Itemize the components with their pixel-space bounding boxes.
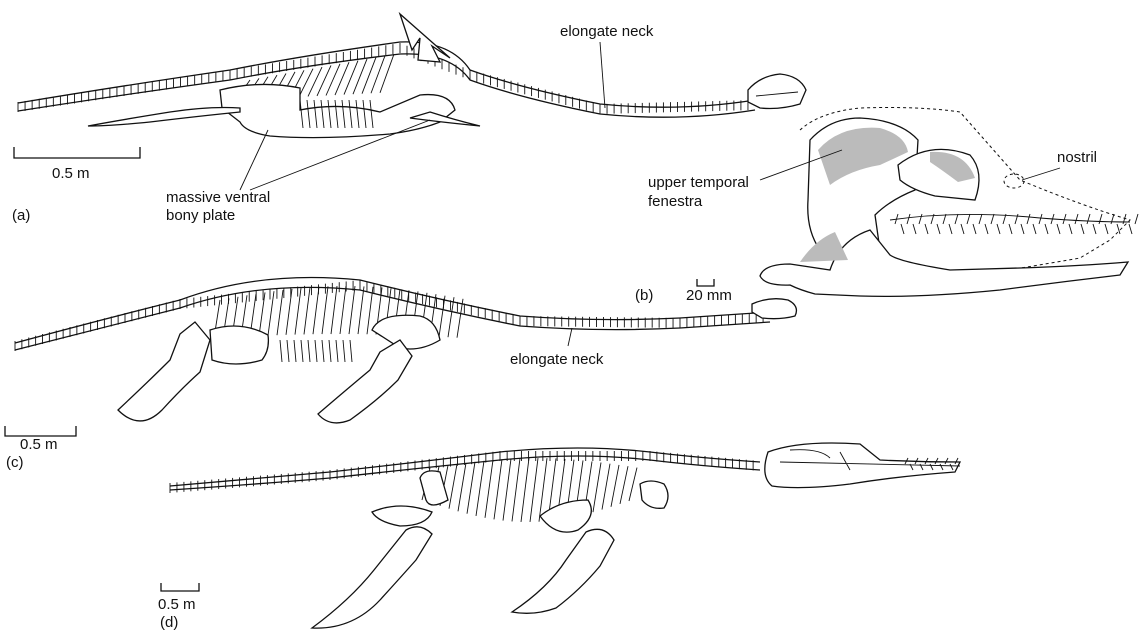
- fore-flipper-c: [318, 340, 412, 423]
- scale-bar-d: [161, 583, 199, 591]
- panel-c: 0.5 m (c) elongate neck: [5, 278, 796, 472]
- vertebrae-a: [18, 43, 748, 114]
- hind-flipper-d: [312, 527, 432, 628]
- scale-bar-c: [5, 426, 76, 436]
- fore-flipper-d: [512, 529, 614, 613]
- leader-neck-c: [568, 328, 572, 346]
- skull-c: [752, 299, 796, 319]
- scale-label-b: 20 mm: [686, 287, 732, 304]
- skull-b: [760, 108, 1138, 297]
- dorsal-ribs-d: [422, 458, 637, 522]
- label-ventral-plate-line1: massive ventral: [166, 189, 270, 206]
- ventral-plate-a: [220, 84, 455, 137]
- hind-flipper-c: [118, 322, 210, 421]
- skeleton-d: [170, 443, 960, 628]
- teeth-b: [895, 214, 1138, 234]
- scale-label-d: 0.5 m: [158, 596, 196, 613]
- panel-tag-a: (a): [12, 207, 30, 224]
- pelvis-d: [372, 506, 432, 526]
- scale-label-a: 0.5 m: [52, 165, 90, 182]
- label-ventral-plate-line2: bony plate: [166, 207, 235, 224]
- leader-nostril: [1022, 168, 1060, 180]
- panel-d: 0.5 m (d): [158, 443, 960, 631]
- shoulder-girdle-a: [400, 14, 450, 62]
- scale-label-c: 0.5 m: [20, 436, 58, 453]
- skeleton-c: [15, 278, 796, 423]
- panel-tag-c: (c): [6, 454, 24, 471]
- pelvis-c: [210, 326, 268, 364]
- label-upper-temporal-fenestra-line2: fenestra: [648, 193, 703, 210]
- skull-a: [748, 74, 806, 109]
- panel-b: (b) 20 mm upper temporal fenestra nostri…: [635, 108, 1138, 305]
- label-elongate-neck-a: elongate neck: [560, 23, 654, 40]
- leader-neck-a: [600, 42, 605, 108]
- label-upper-temporal-fenestra-line1: upper temporal: [648, 174, 749, 191]
- skeleton-a: [18, 14, 806, 138]
- scale-bar-a: [14, 147, 140, 158]
- pectoral-girdle-c: [372, 315, 440, 349]
- panel-tag-b: (b): [635, 287, 653, 304]
- scale-bar-b: [697, 279, 714, 286]
- label-nostril: nostril: [1057, 149, 1097, 166]
- label-elongate-neck-c: elongate neck: [510, 351, 604, 368]
- pectoral-girdle-d: [540, 500, 591, 532]
- hind-flipper-a: [88, 108, 240, 127]
- panel-tag-d: (d): [160, 614, 178, 631]
